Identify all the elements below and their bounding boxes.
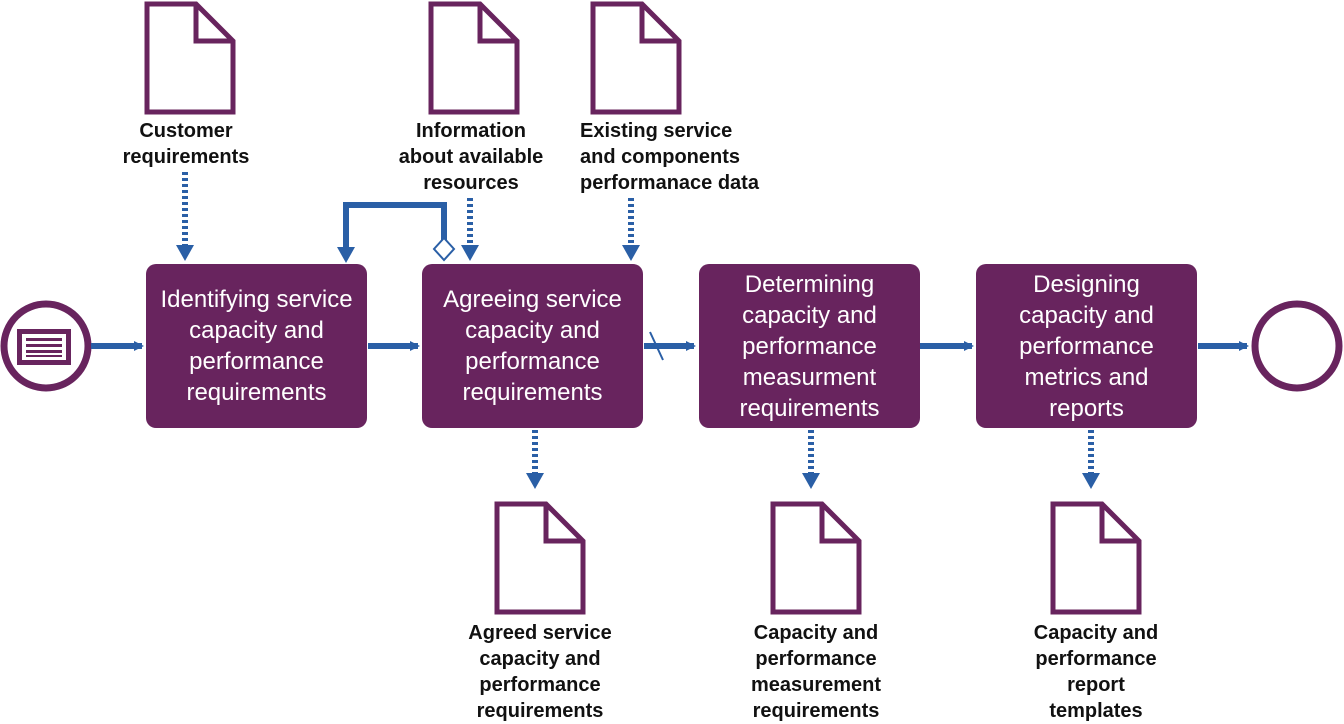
document-icon[interactable] [1050,501,1142,615]
output-association-measurement [802,430,820,489]
conditional-flow-diamond-icon [432,236,456,262]
output-association-agreed [526,430,544,489]
input-association-resources [461,198,479,261]
flow-loop-agree-to-identify [337,202,456,263]
flow-agree-to-determine [644,331,696,361]
document-icon[interactable] [144,1,236,115]
task-designing-metrics[interactable]: Designing capacity and performance metri… [976,264,1197,428]
data-associations [176,172,1100,489]
output-label-report-templates: Capacity and performance report template… [1033,622,1159,722]
task-label: Designing capacity and performance metri… [1019,270,1154,422]
document-icon[interactable] [428,1,520,115]
input-label-customer-requirements: Customer requirements [122,120,250,168]
input-label-performance-data: Existing service and components performa… [580,120,759,194]
end-event[interactable] [1251,300,1343,392]
default-flow-slash-icon [649,331,664,361]
task-label: Identifying service capacity and perform… [160,286,353,406]
document-icon[interactable] [494,501,586,615]
input-label-available-resources: Information about available resources [398,120,544,194]
data-objects [144,1,1142,615]
output-label-agreed-requirements: Agreed service capacity and performance … [468,622,612,722]
input-association-performance-data [622,198,640,261]
document-icon[interactable] [770,501,862,615]
message-start-event-icon [17,329,71,365]
task-label: Agreeing service capacity and performanc… [443,286,622,406]
task-identifying-requirements[interactable]: Identifying service capacity and perform… [146,264,367,428]
task-label: Determining capacity and performance mea… [739,270,880,422]
sequence-flows [91,202,1249,361]
task-agreeing-requirements[interactable]: Agreeing service capacity and performanc… [422,264,643,428]
output-association-templates [1082,430,1100,489]
start-event[interactable] [0,300,92,392]
end-event-circle-icon [1251,300,1343,392]
document-icon[interactable] [590,1,682,115]
output-label-measurement-requirements: Capacity and performance measurement req… [750,622,882,722]
input-association-customer [176,172,194,261]
task-determining-measurement[interactable]: Determining capacity and performance mea… [699,264,920,428]
